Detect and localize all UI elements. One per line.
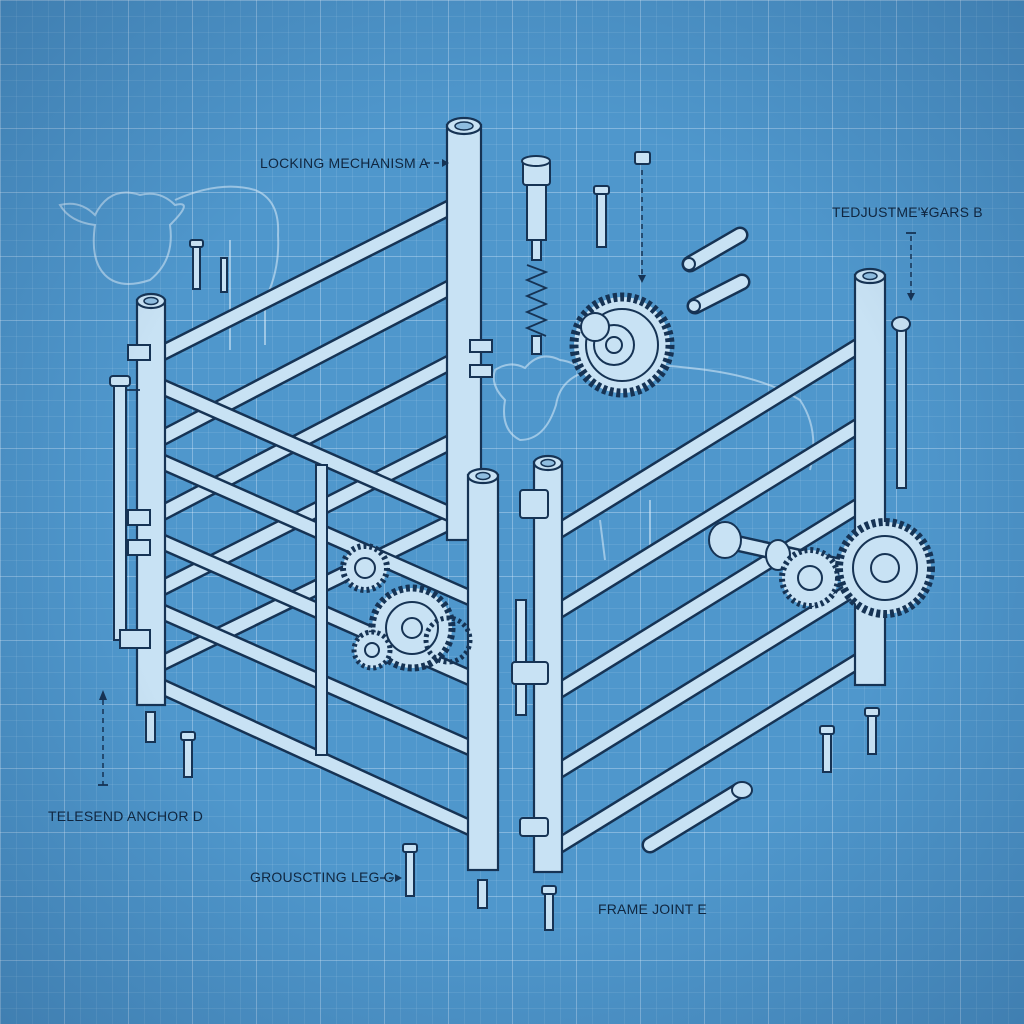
callout-arrows bbox=[98, 159, 916, 882]
right-back-post bbox=[853, 267, 887, 687]
right-gate-frame bbox=[402, 267, 935, 931]
left-telescoping-rod bbox=[109, 375, 140, 641]
front-center-post bbox=[466, 467, 500, 872]
label-telescoping-leg-c: GROUSCTING LEG C bbox=[250, 869, 394, 885]
exploded-gear-large bbox=[569, 292, 675, 398]
exploded-locking-bolt bbox=[521, 155, 551, 355]
label-adjustment-gears-b: TEDJUSTME'¥GARS B bbox=[832, 204, 983, 220]
label-telescoping-anchor-d: TELESEND ANCHOR D bbox=[48, 808, 204, 824]
back-post-bracket bbox=[469, 339, 493, 353]
label-locking-mechanism-a: LOCKING MECHANISM A bbox=[260, 155, 429, 171]
left-post-brackets bbox=[119, 344, 151, 649]
left-panel-gear-cluster bbox=[340, 543, 473, 672]
right-bottom-pins bbox=[402, 707, 880, 931]
right-gear-assembly bbox=[708, 518, 935, 618]
middle-stile bbox=[315, 464, 328, 756]
cow-silhouette-left bbox=[58, 185, 280, 350]
left-bottom-pins bbox=[145, 711, 488, 909]
frame-latch bbox=[511, 489, 549, 837]
left-gate-frame bbox=[109, 116, 500, 909]
right-rails bbox=[551, 336, 869, 854]
label-frame-joint-e: FRAME JOINT E bbox=[598, 901, 707, 917]
exploded-small-parts bbox=[189, 151, 751, 315]
right-adjustment-rod bbox=[891, 316, 911, 489]
